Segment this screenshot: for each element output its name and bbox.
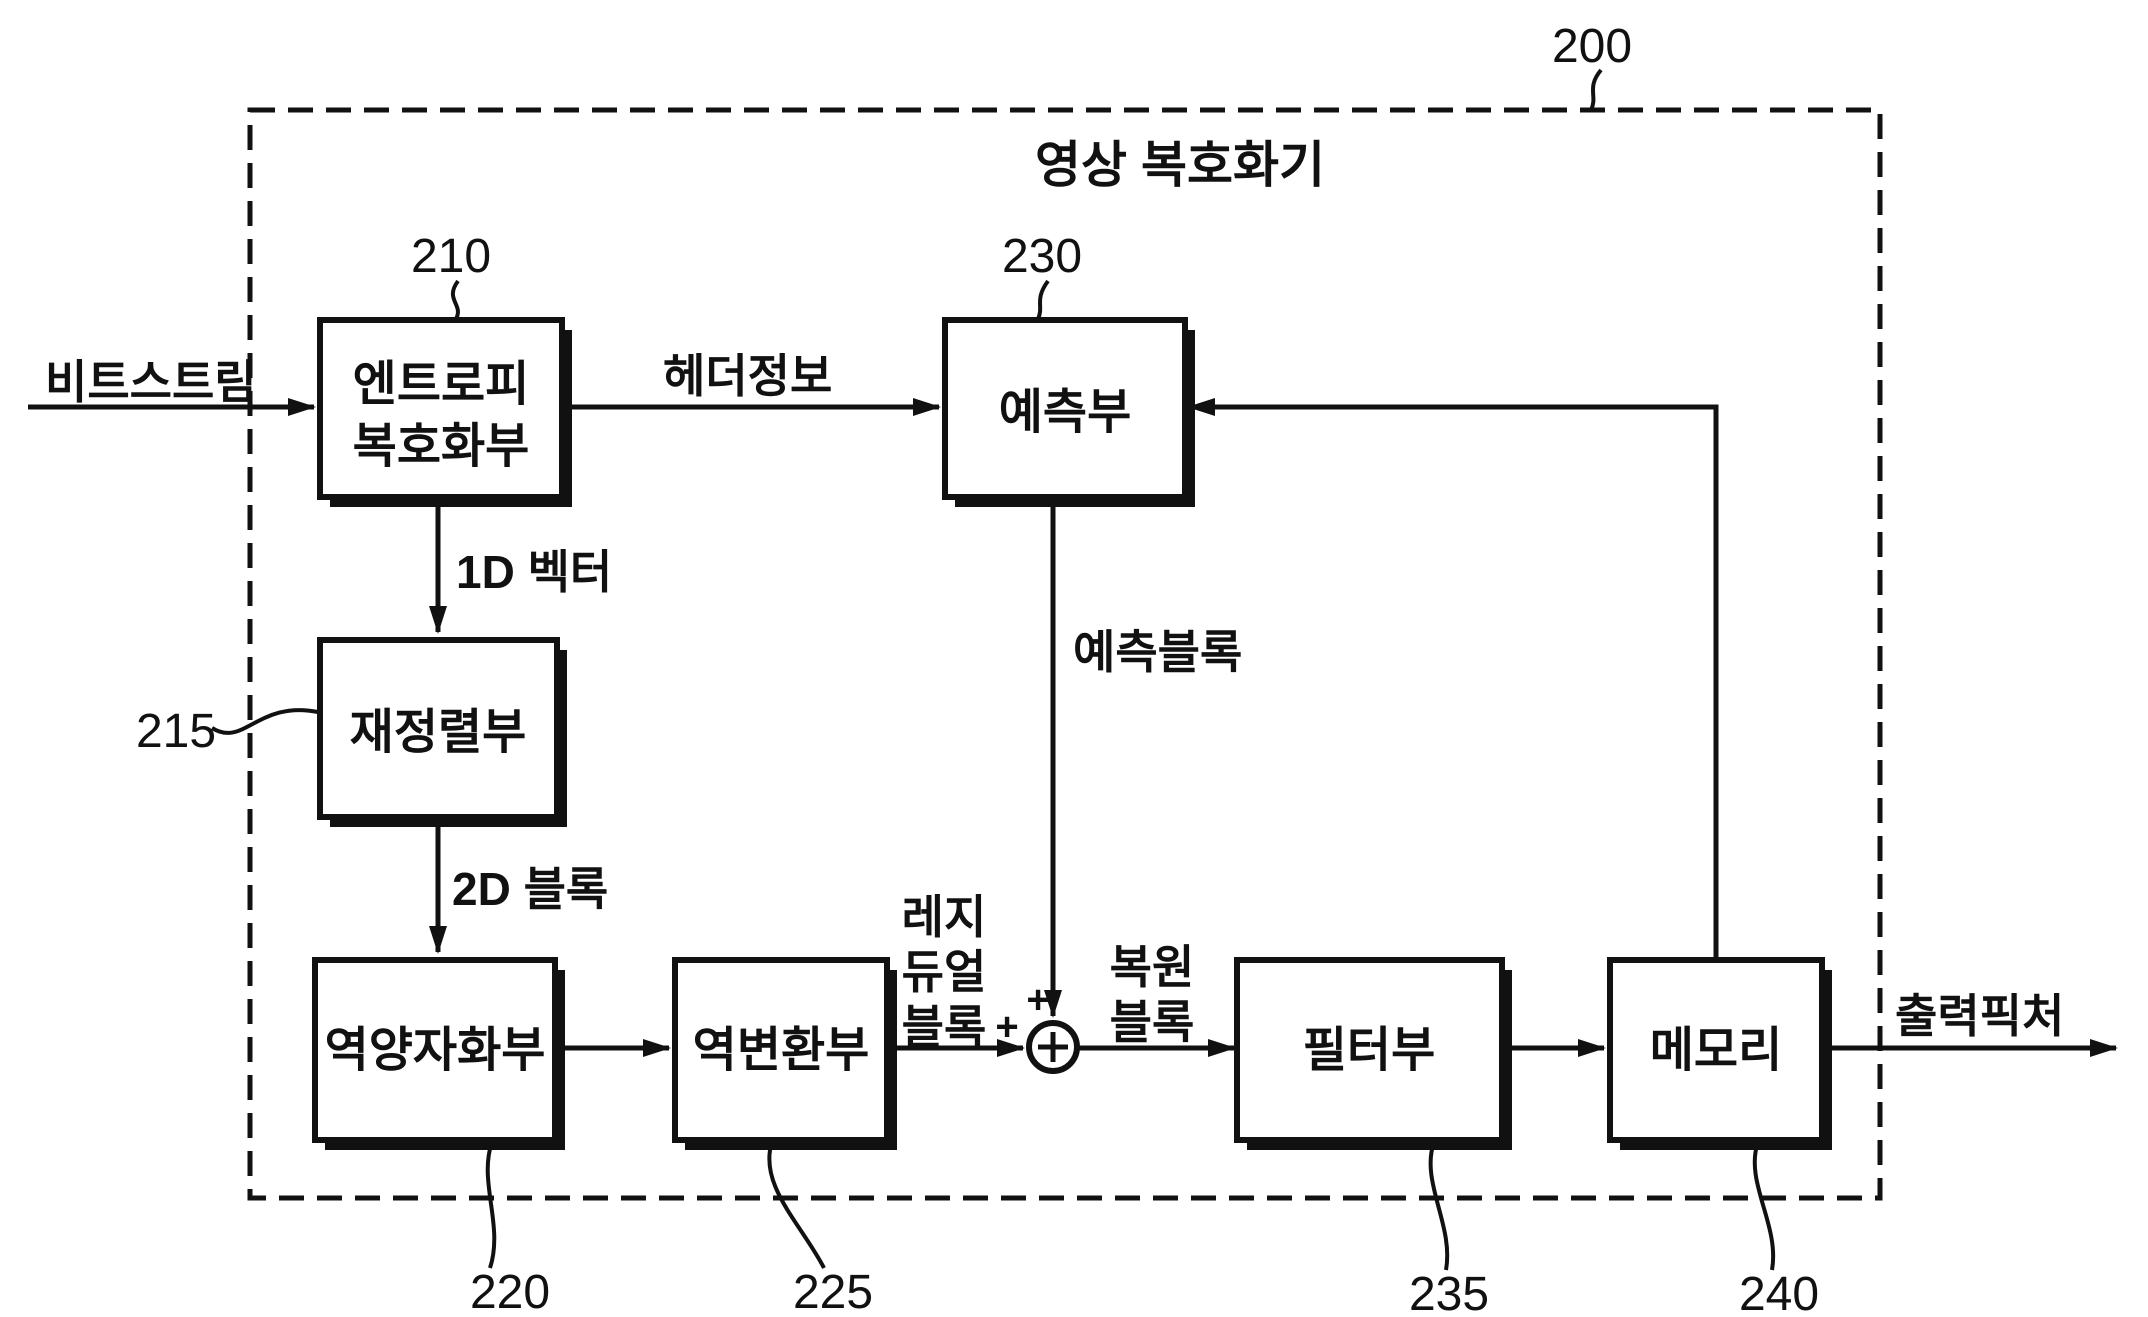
residual-block-label-line3: 블록 bbox=[902, 1001, 987, 1053]
ref-215-label: 215 bbox=[136, 705, 216, 758]
ref-215-leader bbox=[210, 708, 319, 735]
ref-220-label: 220 bbox=[470, 1266, 550, 1317]
residual-block-label-line2: 듀얼 bbox=[902, 946, 987, 998]
entropy-decoder-label-line2: 복호화부 bbox=[353, 420, 530, 473]
entropy-decoder-box: 엔트로피 복호화부 bbox=[317, 317, 572, 507]
vector-1d-label: 1D 벡터 bbox=[456, 546, 612, 598]
figure-title: 영상 복호화기 bbox=[1035, 137, 1325, 193]
inverse-transform-label: 역변환부 bbox=[693, 1024, 870, 1077]
dequantization-rect bbox=[312, 957, 558, 1143]
adder-plus-icon bbox=[1038, 1032, 1068, 1062]
header-info-label: 헤더정보 bbox=[663, 350, 832, 402]
entropy-decoder-label-line1: 엔트로피 bbox=[353, 358, 530, 411]
memory-box: 메모리 bbox=[1607, 957, 1832, 1150]
prediction-rect bbox=[942, 317, 1188, 500]
ref-200-leader bbox=[1589, 68, 1603, 111]
ref-225-label: 225 bbox=[793, 1266, 873, 1317]
ref-200-label: 200 bbox=[1552, 20, 1632, 73]
filter-label: 필터부 bbox=[1303, 1024, 1435, 1077]
entropy-decoder-rect bbox=[317, 317, 565, 500]
filter-rect bbox=[1234, 957, 1505, 1143]
ref-210-label: 210 bbox=[411, 230, 491, 283]
bitstream-label: 비트스트림 bbox=[45, 356, 257, 408]
filter-box: 필터부 bbox=[1234, 957, 1512, 1150]
dequantization-label: 역양자화부 bbox=[325, 1024, 546, 1077]
ref-235-leader bbox=[1428, 1141, 1450, 1271]
output-picture-label: 출력픽처 bbox=[1895, 990, 2064, 1042]
restored-block-label-line1: 복원 bbox=[1110, 941, 1195, 993]
adder-node: + + bbox=[995, 978, 1080, 1074]
ref-240-leader bbox=[1752, 1141, 1776, 1271]
dequantization-box: 역양자화부 bbox=[312, 957, 565, 1150]
adder-plus-sign-top: + bbox=[1026, 978, 1049, 1022]
decoder-dashed-boundary bbox=[247, 107, 1883, 1201]
prediction-block-label: 예측블록 bbox=[1073, 626, 1242, 678]
ref-240-label: 240 bbox=[1739, 1268, 1819, 1317]
memory-to-prediction-feedback-arrow bbox=[1187, 398, 1719, 958]
prediction-box: 예측부 bbox=[942, 317, 1195, 507]
ref-220-leader bbox=[485, 1141, 497, 1269]
ref-230-leader bbox=[1036, 279, 1050, 320]
ref-210-leader bbox=[450, 279, 460, 320]
inverse-transform-box: 역변환부 bbox=[672, 957, 897, 1150]
memory-label: 메모리 bbox=[1650, 1024, 1782, 1077]
rearrange-label: 재정렬부 bbox=[350, 706, 527, 759]
rearrange-rect bbox=[317, 637, 560, 820]
ref-225-leader bbox=[767, 1141, 826, 1269]
adder-plus-sign-left: + bbox=[995, 1005, 1018, 1049]
residual-block-label-line1: 레지 bbox=[902, 891, 987, 943]
prediction-label: 예측부 bbox=[999, 386, 1131, 439]
inverse-transform-rect bbox=[672, 957, 890, 1143]
memory-rect bbox=[1607, 957, 1825, 1143]
restored-block-label-line2: 블록 bbox=[1110, 996, 1195, 1048]
ref-235-label: 235 bbox=[1409, 1268, 1489, 1317]
ref-230-label: 230 bbox=[1002, 230, 1082, 283]
rearrange-box: 재정렬부 bbox=[317, 637, 567, 827]
block-2d-label: 2D 블록 bbox=[452, 863, 608, 915]
